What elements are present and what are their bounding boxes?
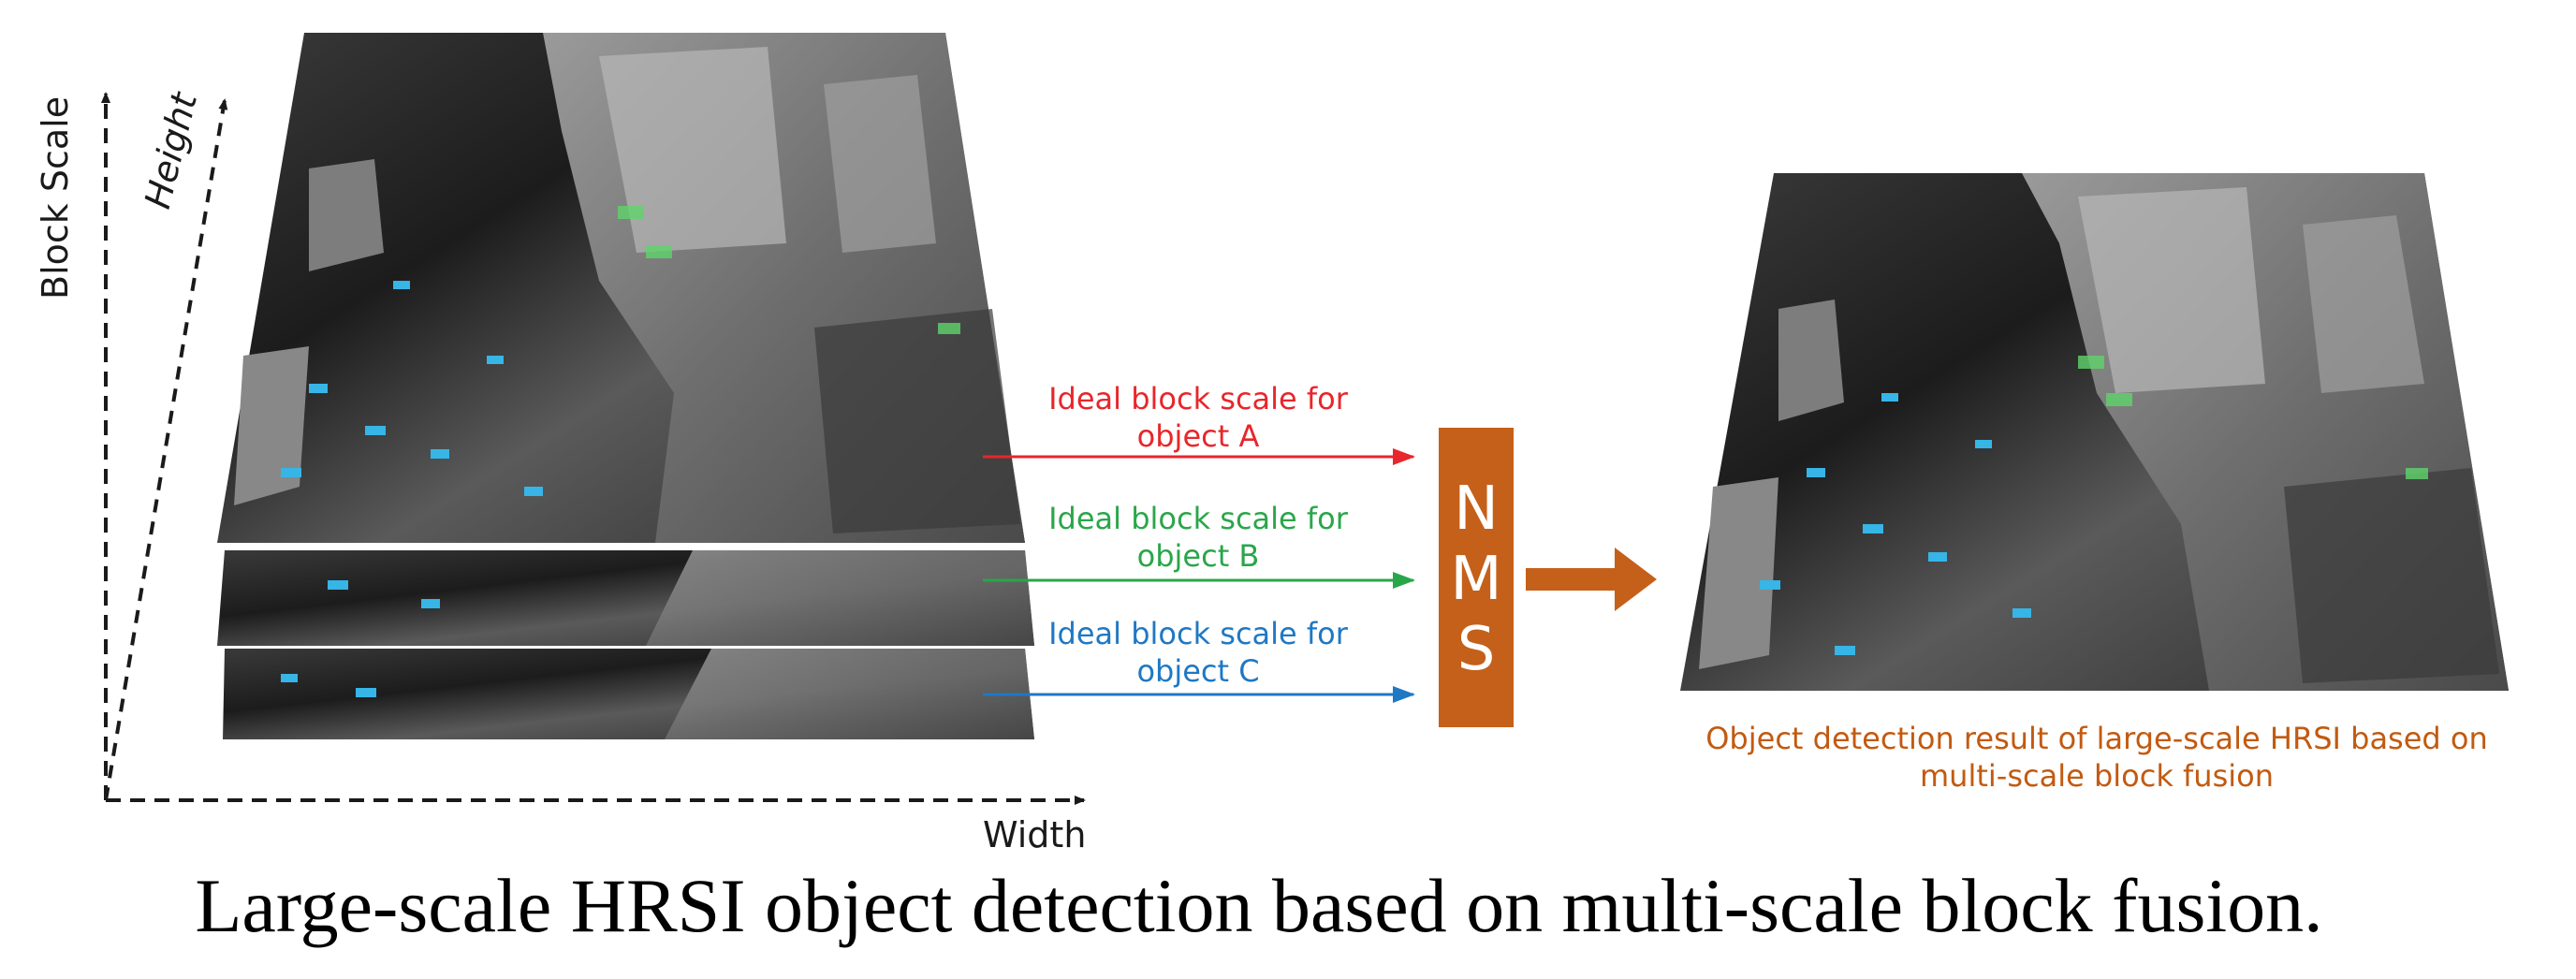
nms-block: N M S xyxy=(1439,428,1514,727)
arrow-a-label-line2: object A xyxy=(1137,418,1260,454)
figure-caption: Large-scale HRSI object detection based … xyxy=(195,863,2322,948)
arrow-c-group: Ideal block scale for object C xyxy=(983,616,1415,703)
nms-box xyxy=(1439,428,1514,727)
arrow-b-label-line2: object B xyxy=(1137,538,1260,574)
nms-letter-m: M xyxy=(1450,545,1501,614)
height-axis-label: Height xyxy=(137,87,206,213)
arrow-c-label-line2: object C xyxy=(1136,653,1259,689)
result-caption-line1: Object detection result of large-scale H… xyxy=(1705,721,2488,756)
image-block-c xyxy=(223,649,1034,739)
arrow-a-label-line1: Ideal block scale for xyxy=(1048,381,1349,416)
width-axis-label: Width xyxy=(983,814,1086,855)
nms-letter-s: S xyxy=(1457,615,1496,684)
nms-letter-n: N xyxy=(1454,475,1499,544)
image-block-a xyxy=(217,33,1025,697)
arrow-b-label-line1: Ideal block scale for xyxy=(1048,501,1349,536)
result-image xyxy=(1680,173,2509,691)
height-axis xyxy=(104,98,228,801)
image-stack xyxy=(217,33,1034,739)
block-scale-axis-label: Block Scale xyxy=(35,96,76,300)
fusion-arrow xyxy=(1526,548,1657,611)
arrow-c-label-line1: Ideal block scale for xyxy=(1048,616,1349,651)
arrow-a-group: Ideal block scale for object A xyxy=(983,381,1415,465)
image-block-b xyxy=(217,546,1034,646)
arrow-b-group: Ideal block scale for object B xyxy=(983,501,1415,589)
result-caption-line2: multi-scale block fusion xyxy=(1920,758,2274,794)
